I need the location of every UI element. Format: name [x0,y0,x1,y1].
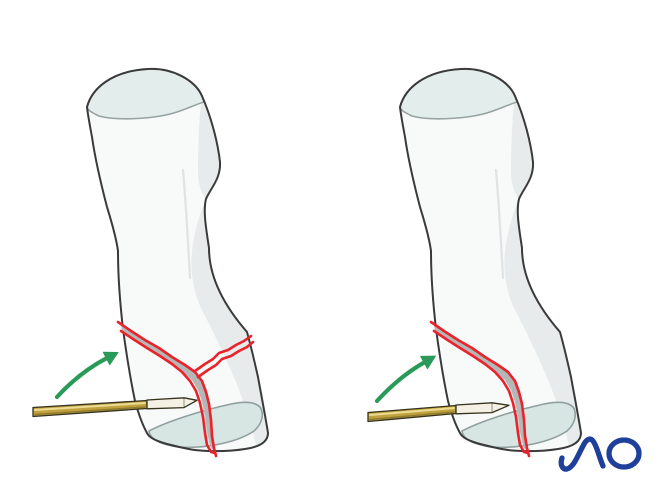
fracture-branch [193,334,255,379]
k-wire-shadow [34,406,146,416]
reduction-arrow-icon [54,351,119,400]
arrow-shaft [374,359,428,404]
figure-right [367,67,583,458]
ao-logo-a [558,436,606,472]
k-wire-highlight [369,407,455,416]
k-wire-tip [455,402,510,415]
arrow-head [102,351,119,366]
bone-left [85,67,270,453]
arrow-shaft [54,355,110,400]
bone-right [398,67,583,453]
k-wire-instrument [367,402,510,423]
figure-left [32,67,270,458]
fracture-branch-line-lower [196,340,255,379]
arrow-head [420,355,436,370]
k-wire-shadow [369,411,455,421]
k-wire-instrument [32,397,198,418]
k-wire-highlight [34,402,146,411]
ao-logo [558,436,642,472]
ao-logo-o [606,437,642,470]
reduction-arrow-icon [374,355,436,404]
fracture-branch-line-upper [193,334,253,373]
